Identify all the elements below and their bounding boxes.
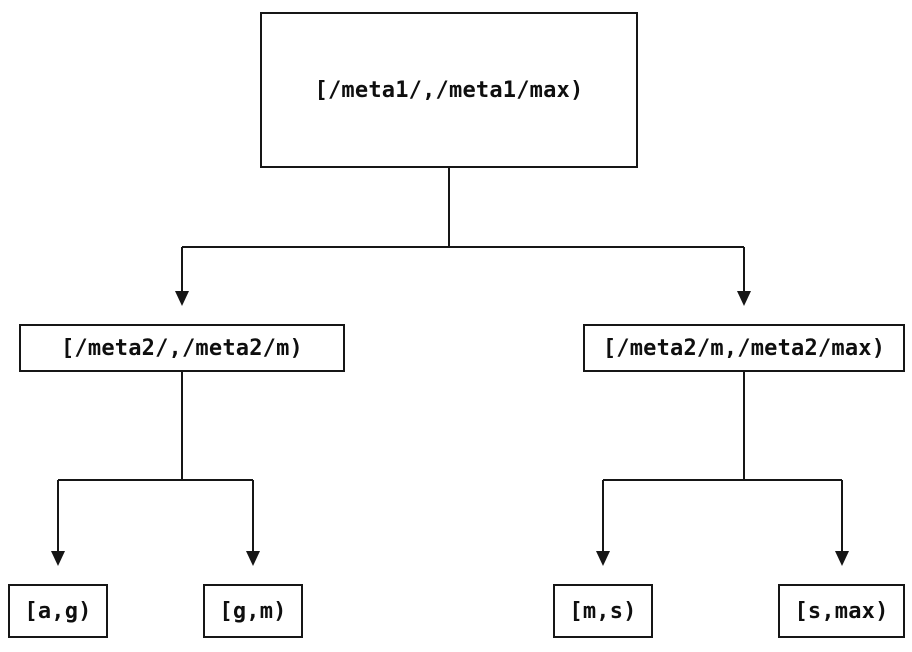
tree-node-leaf-ms: [m,s)	[553, 584, 653, 638]
tree-node-level2-left-label: [/meta2/,/meta2/m)	[60, 335, 303, 361]
tree-node-level2-right: [/meta2/m,/meta2/max)	[583, 324, 905, 372]
arrowhead-icon	[835, 551, 849, 566]
tree-node-leaf-ag: [a,g)	[8, 584, 108, 638]
arrowhead-icon	[175, 291, 189, 306]
tree-node-leaf-smax: [s,max)	[778, 584, 905, 638]
tree-node-level2-left: [/meta2/,/meta2/m)	[19, 324, 345, 372]
arrowhead-icon	[246, 551, 260, 566]
tree-node-level2-right-label: [/meta2/m,/meta2/max)	[602, 335, 886, 361]
tree-node-root: [/meta1/,/meta1/max)	[260, 12, 638, 168]
tree-node-leaf-gm: [g,m)	[203, 584, 303, 638]
tree-node-leaf-smax-label: [s,max)	[794, 598, 889, 624]
tree-node-leaf-gm-label: [g,m)	[219, 598, 287, 624]
arrowhead-icon	[737, 291, 751, 306]
tree-node-leaf-ag-label: [a,g)	[24, 598, 92, 624]
tree-node-root-label: [/meta1/,/meta1/max)	[314, 77, 584, 103]
arrowhead-icon	[51, 551, 65, 566]
arrowhead-icon	[596, 551, 610, 566]
tree-node-leaf-ms-label: [m,s)	[569, 598, 637, 624]
